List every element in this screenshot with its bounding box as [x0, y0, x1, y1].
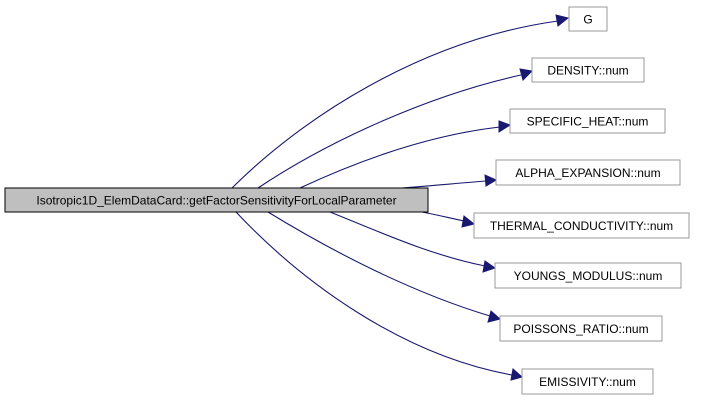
target-node-label: EMISSIVITY::num	[539, 375, 636, 389]
target-node-label: THERMAL_CONDUCTIVITY::num	[490, 219, 673, 233]
edge-to-specific-heat	[299, 126, 501, 189]
target-node-label: ALPHA_EXPANSION::num	[515, 166, 660, 180]
arrowhead-density	[519, 68, 534, 81]
target-node-alpha-expansion[interactable]: ALPHA_EXPANSION::num	[495, 159, 681, 186]
source-node[interactable]: Isotropic1D_ElemDataCard::getFactorSensi…	[4, 187, 429, 213]
arrowhead-g	[555, 14, 570, 27]
edges	[231, 14, 570, 381]
arrowhead-youngs-modulus	[482, 260, 497, 273]
edge-to-youngs-modulus	[329, 211, 486, 267]
target-node-density[interactable]: DENSITY::num	[531, 57, 645, 83]
target-node-youngs-modulus[interactable]: YOUNGS_MODULUS::num	[494, 262, 682, 289]
edge-to-alpha-expansion	[401, 180, 487, 189]
edge-to-emissivity	[235, 211, 513, 376]
arrowhead-emissivity	[510, 368, 524, 381]
target-node-specific-heat[interactable]: SPECIFIC_HEAT::num	[509, 108, 666, 134]
target-node-g[interactable]: G	[568, 6, 608, 32]
arrowhead-alpha-expansion	[484, 174, 498, 187]
edge-to-poissons-ratio	[267, 211, 491, 317]
arrowhead-specific-heat	[498, 120, 512, 133]
target-node-label: YOUNGS_MODULUS::num	[514, 269, 663, 283]
target-node-emissivity[interactable]: EMISSIVITY::num	[521, 368, 654, 395]
arrowhead-thermal-conductivity	[461, 215, 476, 228]
source-node-label: Isotropic1D_ElemDataCard::getFactorSensi…	[36, 194, 396, 208]
arrowhead-poissons-ratio	[487, 310, 502, 323]
edge-to-density	[257, 74, 522, 189]
target-node-thermal-conductivity[interactable]: THERMAL_CONDUCTIVITY::num	[473, 212, 690, 239]
target-node-label: SPECIFIC_HEAT::num	[527, 115, 649, 129]
edge-to-g	[231, 20, 559, 189]
target-node-poissons-ratio[interactable]: POISSONS_RATIO::num	[499, 315, 663, 342]
target-node-label: POISSONS_RATIO::num	[513, 322, 648, 336]
target-node-label: DENSITY::num	[547, 64, 628, 78]
target-node-label: G	[583, 13, 592, 27]
